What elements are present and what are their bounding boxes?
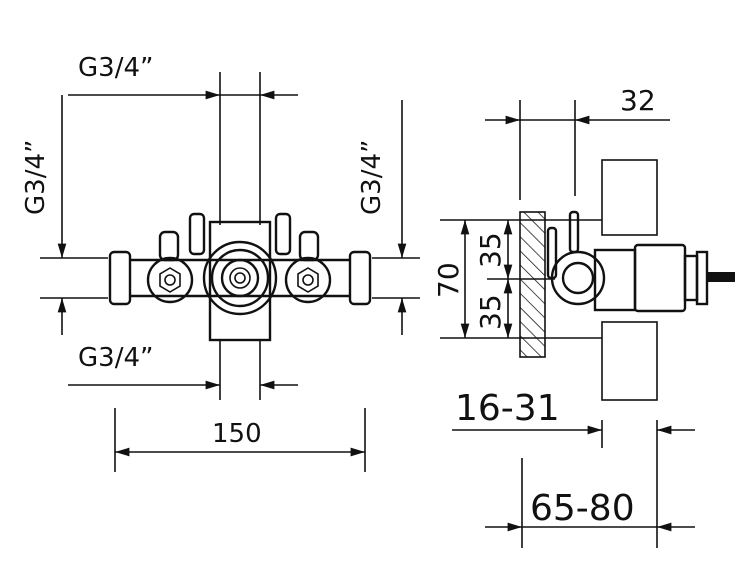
- left-thread-label: G3/4”: [21, 140, 51, 215]
- bottom-thread-dimension: G3/4”: [68, 340, 298, 400]
- depth-top-dimension: 32: [485, 84, 670, 200]
- wall-range-label: 16-31: [455, 388, 560, 429]
- width-dimension: 150: [114, 408, 366, 472]
- right-thread-dimension: G3/4”: [357, 100, 420, 335]
- left-thread-dimension: G3/4”: [21, 95, 108, 335]
- height-total-label: 70: [432, 262, 465, 298]
- concrete-upper: [601, 159, 658, 236]
- height-lower-label: 35: [474, 294, 507, 330]
- concrete-lower: [601, 321, 658, 401]
- width-label: 150: [212, 419, 262, 449]
- wall-hatch: [519, 211, 546, 358]
- valve-front-body: [108, 212, 372, 342]
- height-upper-label: 35: [474, 232, 507, 268]
- install-range-dimension: 65-80: [485, 458, 695, 548]
- depth-top-label: 32: [620, 84, 656, 117]
- install-range-label: 65-80: [530, 488, 635, 529]
- valve-side-body: [546, 210, 735, 313]
- front-view: G3/4” G3/4” G3/4” G3/4”: [21, 53, 420, 472]
- top-thread-label: G3/4”: [78, 53, 153, 83]
- side-view: 32 70 35 35: [432, 84, 735, 548]
- bottom-thread-label: G3/4”: [78, 343, 153, 373]
- right-thread-label: G3/4”: [357, 140, 387, 215]
- height-dimensions: 70 35 35: [432, 219, 602, 339]
- top-thread-dimension: G3/4”: [68, 53, 298, 225]
